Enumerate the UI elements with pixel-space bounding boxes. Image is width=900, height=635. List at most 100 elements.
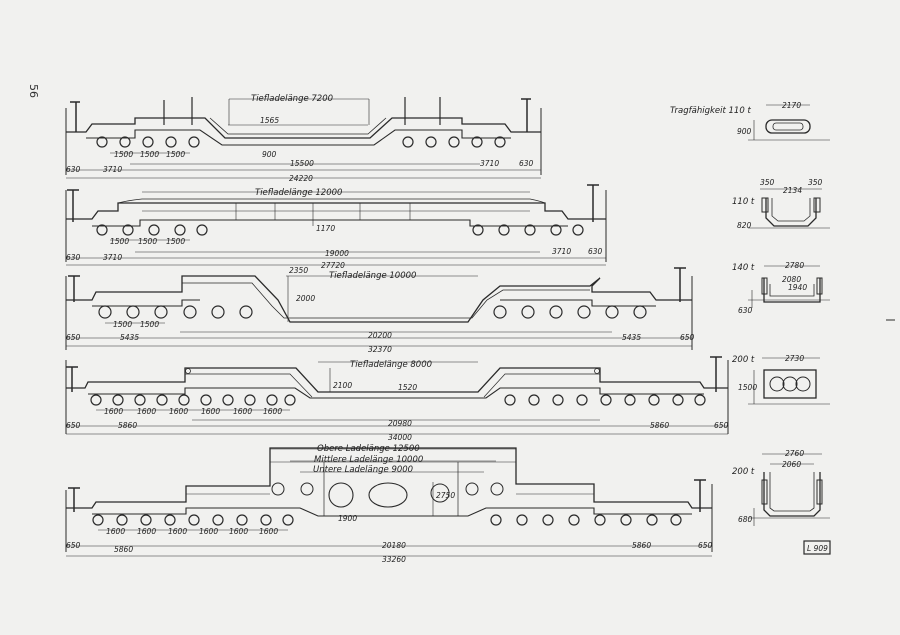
wagon-2-bogie-dim-3: 1500 xyxy=(166,237,185,246)
wagon-1-end-left: 630 xyxy=(66,165,81,174)
wagon-2-overhang-left: 3710 xyxy=(103,253,122,262)
section-2: 350 350 2134 110 t 820 xyxy=(732,178,830,230)
wagon-2-inner-length: 19000 xyxy=(325,249,349,258)
section-3-inner: 2080 xyxy=(782,275,801,284)
section-1: 2170 900 xyxy=(737,101,830,141)
wagon-5-upper-load-length: Obere Ladelänge 12500 xyxy=(317,444,420,454)
wagon-5-end-left: 650 xyxy=(66,541,81,550)
wagon-1-step: 1565 xyxy=(260,116,279,125)
wagon-5-bogie-right xyxy=(490,514,682,526)
wagon-1-bed-length: Tiefladelänge 7200 xyxy=(251,94,333,104)
wagon-2-depth: 1170 xyxy=(316,224,335,233)
wagon-5-overhang-right: 5860 xyxy=(632,541,651,550)
wagon-4-overall-length: 34000 xyxy=(388,433,412,442)
wagon-3-step: 2350 xyxy=(289,266,308,275)
wagon-1-bogie-right xyxy=(402,136,506,148)
section-5-capacity: 200 t xyxy=(732,467,755,477)
wagon-5-bogie-dim-3: 1600 xyxy=(168,527,187,536)
wagon-5-bogie-dim-5: 1600 xyxy=(229,527,248,536)
wagon-4-bogie-dim-1: 1600 xyxy=(104,407,123,416)
wagon-3-inner-length: 20200 xyxy=(368,331,392,340)
wagon-1-depth: 900 xyxy=(262,150,277,159)
section-2-capacity: 110 t xyxy=(732,197,755,207)
section-4-height: 1500 xyxy=(738,383,757,392)
wagon-2-bogie-right xyxy=(472,224,584,236)
wagon-1-bogie-dim-3: 1500 xyxy=(166,150,185,159)
wagon-1-bogie-dim-2: 1500 xyxy=(140,150,159,159)
section-4: 200 t 2730 1500 xyxy=(732,354,830,405)
wagon-3-bogie-left xyxy=(98,305,253,319)
wagon-1-bogie-dim-1: 1500 xyxy=(114,150,133,159)
wagon-5-bogie-dim-1: 1600 xyxy=(106,527,125,536)
wagon-1-bogie-left xyxy=(96,136,200,148)
wagon-4-side-view: Tiefladelänge 8000 2100 1520 1600 1600 1… xyxy=(65,356,729,442)
wagon-4-bogie-dim-6: 1600 xyxy=(263,407,282,416)
wagon-5-overall-length: 33260 xyxy=(382,555,406,564)
section-3-width: 2780 xyxy=(785,261,804,270)
section-2-height: 820 xyxy=(737,221,752,230)
wagon-4-bogie-right xyxy=(504,394,706,406)
wagon-4-step: 1520 xyxy=(398,383,417,392)
wagon-5-lower-load-length: Untere Ladelänge 9000 xyxy=(313,465,413,475)
wagon-3-bed-length: Tiefladelänge 10000 xyxy=(329,271,416,281)
wagon-1-overall-length: 24220 xyxy=(289,174,313,183)
wagon-5-bogie-dim-6: 1600 xyxy=(259,527,278,536)
section-2-width: 2134 xyxy=(783,186,802,195)
wagon-2-bed-length: Tiefladelänge 12000 xyxy=(255,188,342,198)
section-3-height: 630 xyxy=(738,306,753,315)
wagon-3-end-left: 650 xyxy=(66,333,81,342)
wagon-5-bogie-dim-4: 1600 xyxy=(199,527,218,536)
wagon-1-inner-length: 15500 xyxy=(290,159,314,168)
wagon-2-end-left: 630 xyxy=(66,253,81,262)
section-4-capacity: 200 t xyxy=(732,355,755,365)
wagon-3-bogie-dim-2: 1500 xyxy=(140,320,159,329)
figure-code: L 909 xyxy=(807,544,828,553)
section-4-width: 2730 xyxy=(785,354,804,363)
section-5-inner: 2060 xyxy=(782,460,801,469)
wagon-5-end-right: 650 xyxy=(698,541,713,550)
section-3: 140 t 2780 2080 1940 630 xyxy=(732,261,830,315)
wagon-1-overhang-left: 3710 xyxy=(103,165,122,174)
wagon-4-bogie-dim-3: 1600 xyxy=(169,407,188,416)
wagon-4-bogie-dim-2: 1600 xyxy=(137,407,156,416)
wagon-2-bogie-dim-1: 1500 xyxy=(110,237,129,246)
section-3-inner2: 1940 xyxy=(788,283,807,292)
wagon-5-middle-load-length: Mittlere Ladelänge 10000 xyxy=(314,455,423,465)
wagon-1-end-right: 630 xyxy=(519,159,534,168)
capacity-header: Tragfähigkeit 110 t xyxy=(670,106,751,116)
wagon-5-overhang-left: 5860 xyxy=(114,545,133,554)
section-2-left: 350 xyxy=(760,178,775,187)
wagon-4-bogie-left xyxy=(90,394,296,406)
section-1-height: 900 xyxy=(737,127,752,136)
wagon-5-step: 1900 xyxy=(338,514,357,523)
wagon-2-overall-length: 27720 xyxy=(321,261,345,270)
wagon-5-depth: 2750 xyxy=(436,491,455,500)
wagon-3-overall-length: 32370 xyxy=(368,345,392,354)
section-5: 200 t 2760 2060 680 xyxy=(732,449,830,526)
wagon-4-inner-length: 20980 xyxy=(388,419,412,428)
page-number: 56 xyxy=(27,84,40,98)
wagon-3-depth: 2000 xyxy=(296,294,315,303)
wagon-4-overhang-left: 5860 xyxy=(118,421,137,430)
section-3-capacity: 140 t xyxy=(732,263,755,273)
wagon-4-overhang-right: 5860 xyxy=(650,421,669,430)
wagon-2-bogie-left xyxy=(96,224,208,236)
wagon-1-side-view: Tiefladelänge 7200 1565 900 1500 1500 15… xyxy=(65,94,542,183)
wagon-5-bogie-left xyxy=(92,514,294,526)
wagon-2-bogie-dim-2: 1500 xyxy=(138,237,157,246)
wagon-5-bogie-dim-2: 1600 xyxy=(137,527,156,536)
wagon-5-inner-length: 20180 xyxy=(382,541,406,550)
wagon-5-side-view: Obere Ladelänge 12500 Mittlere Ladelänge… xyxy=(65,444,713,564)
wagon-3-side-view: Tiefladelänge 10000 2350 2000 1500 1500 … xyxy=(65,266,695,354)
wagon-2-overhang-right: 3710 xyxy=(552,247,571,256)
wagon-4-bed-length: Tiefladelänge 8000 xyxy=(350,360,432,370)
section-1-width: 2170 xyxy=(782,101,801,110)
wagon-4-bogie-dim-5: 1600 xyxy=(233,407,252,416)
section-2-right: 350 xyxy=(808,178,823,187)
wagon-3-overhang-right: 5435 xyxy=(622,333,641,342)
wagon-2-end-right: 630 xyxy=(588,247,603,256)
wagon-4-end-right: 650 xyxy=(714,421,729,430)
wagon-4-end-left: 650 xyxy=(66,421,81,430)
